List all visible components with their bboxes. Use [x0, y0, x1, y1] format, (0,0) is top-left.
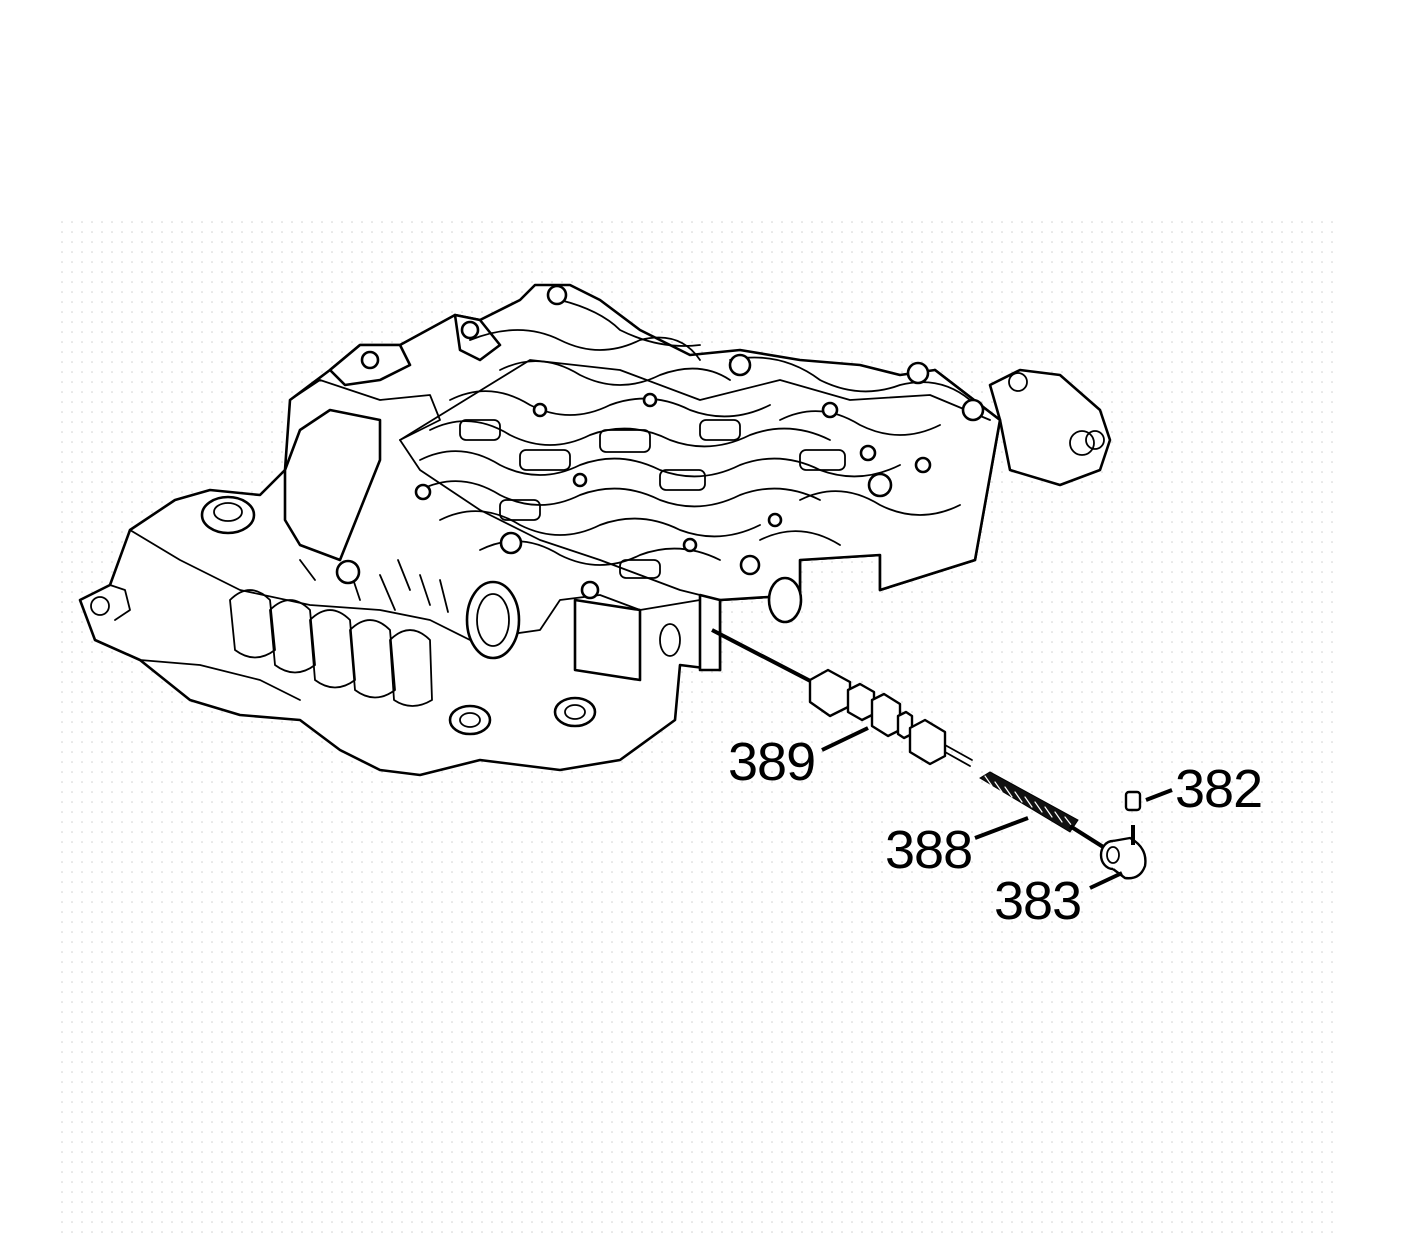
callout-388: 388: [885, 820, 972, 880]
retainer-clip-382: [1124, 790, 1142, 845]
leader-388: [974, 816, 1029, 840]
exploded-valve-parts: [711, 628, 1147, 880]
leader-383: [1089, 871, 1123, 890]
center-axis-line: [711, 628, 821, 688]
valve-body: [78, 283, 1112, 777]
spring-388: [979, 771, 1079, 833]
leader-389: [821, 726, 869, 752]
spring-to-plug-axis: [1068, 824, 1110, 852]
callout-383: 383: [994, 871, 1081, 931]
fluid-passages: [419, 299, 971, 579]
surface-holes: [335, 284, 985, 600]
callout-leaders: [821, 726, 1173, 890]
valve-bores: [229, 559, 449, 707]
valve-spool-389: [808, 668, 973, 767]
leader-382: [1145, 788, 1173, 802]
callout-382: 382: [1175, 759, 1262, 819]
plug-383: [1099, 836, 1147, 880]
callout-389: 389: [728, 732, 815, 792]
